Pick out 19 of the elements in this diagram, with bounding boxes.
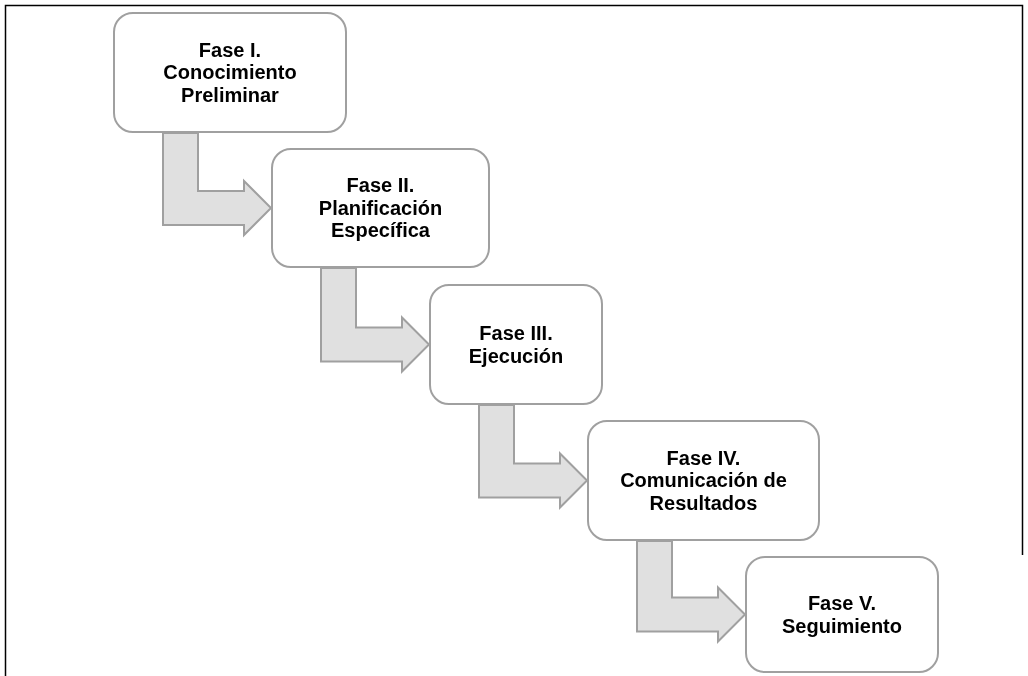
phase-name: Conocimiento Preliminar (162, 61, 298, 107)
process-box (113, 12, 347, 133)
process-box (271, 148, 490, 268)
phase-heading: Fase V. (807, 592, 877, 615)
phase-name: Planificación Específica (317, 196, 444, 242)
phase-heading: Fase II. (346, 174, 415, 197)
block-arrow (162, 132, 273, 238)
phase-name: Ejecución (468, 344, 564, 367)
phase-heading: Fase IV. (666, 446, 741, 470)
block-arrow (478, 404, 589, 510)
phase-heading: Fase I. (198, 38, 262, 62)
process-box (429, 284, 603, 405)
phase-name: Seguimiento (782, 614, 902, 637)
block-arrow (636, 540, 747, 644)
process-box (587, 420, 820, 541)
phase-heading: Fase III. (479, 322, 553, 345)
phase-name: Comunicación de Resultados (619, 469, 788, 515)
block-arrow (320, 267, 431, 374)
process-box (745, 556, 939, 673)
